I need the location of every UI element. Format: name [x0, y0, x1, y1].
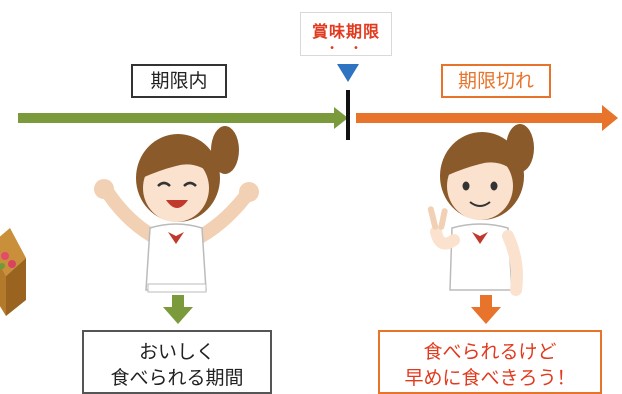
deadline-triangle-icon — [337, 64, 359, 82]
deadline-divider — [346, 90, 350, 140]
within-period-result-box: おいしく 食べられる期間 — [82, 330, 272, 394]
emphasis-dots: •• — [329, 43, 377, 54]
within-result-line-2: 食べられる期間 — [110, 367, 244, 389]
peace-sign-girl-illustration — [427, 124, 534, 296]
marker-label: 賞味期限 — [311, 22, 380, 41]
expiration-date-marker: 賞味期限 •• — [300, 12, 392, 56]
happy-girl-illustration — [94, 126, 259, 293]
timeline-left-arrow — [18, 107, 348, 129]
timeline-right-arrow — [356, 105, 618, 131]
down-arrow-orange — [471, 295, 501, 324]
expired-period-label: 期限切れ — [441, 64, 551, 98]
down-arrow-green — [163, 295, 193, 324]
expired-result-line-1: 食べられるけど — [423, 341, 557, 363]
within-period-label: 期限内 — [131, 64, 227, 98]
within-result-line-1: おいしく — [138, 341, 215, 363]
expired-result-line-2: 早めに食べきろう！ — [404, 367, 576, 389]
expired-result-box: 食べられるけど 早めに食べきろう！ — [378, 330, 602, 394]
bento-box-icon — [0, 228, 26, 316]
